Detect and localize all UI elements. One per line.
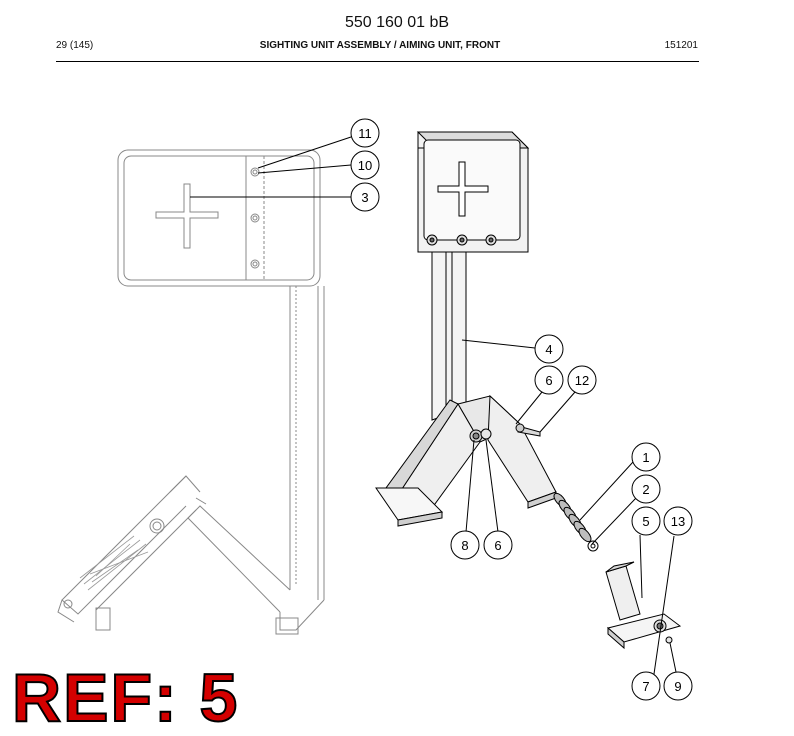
callout-3: 3 [350, 182, 380, 212]
callout-8: 8 [450, 530, 480, 560]
svg-text:3: 3 [361, 190, 368, 205]
svg-text:11: 11 [358, 126, 372, 141]
callout-11: 11 [350, 118, 380, 148]
svg-text:6: 6 [494, 538, 501, 553]
callout-7: 7 [631, 671, 661, 701]
callout-9: 9 [663, 671, 693, 701]
callout-6-upper: 6 [534, 365, 564, 395]
callout-2: 2 [631, 474, 661, 504]
callout-6-lower: 6 [483, 530, 513, 560]
svg-text:8: 8 [461, 538, 468, 553]
callout-1: 1 [631, 442, 661, 472]
callout-4: 4 [534, 334, 564, 364]
document-code: 151201 [664, 40, 698, 51]
leader-lines [190, 136, 677, 675]
page-number: 29 (145) [56, 40, 94, 51]
svg-text:4: 4 [545, 342, 552, 357]
svg-text:6: 6 [545, 373, 552, 388]
header-rule [56, 61, 699, 62]
svg-text:5: 5 [642, 514, 649, 529]
svg-text:13: 13 [671, 514, 685, 529]
page-title: SIGHTING UNIT ASSEMBLY / AIMING UNIT, FR… [259, 40, 501, 51]
svg-text:9: 9 [674, 679, 681, 694]
svg-text:7: 7 [642, 679, 649, 694]
ref-label: REF: 5 [11, 660, 240, 736]
svg-text:2: 2 [642, 482, 649, 497]
callout-13: 13 [663, 506, 693, 536]
left-view-drawing [57, 149, 325, 635]
right-view-drawing [375, 131, 682, 650]
svg-text:10: 10 [358, 158, 372, 173]
svg-text:1: 1 [642, 450, 649, 465]
callout-12: 12 [567, 365, 597, 395]
svg-text:12: 12 [575, 373, 589, 388]
callout-10: 10 [350, 150, 380, 180]
document-number: 550 160 01 bB [344, 14, 450, 31]
callout-5: 5 [631, 506, 661, 536]
